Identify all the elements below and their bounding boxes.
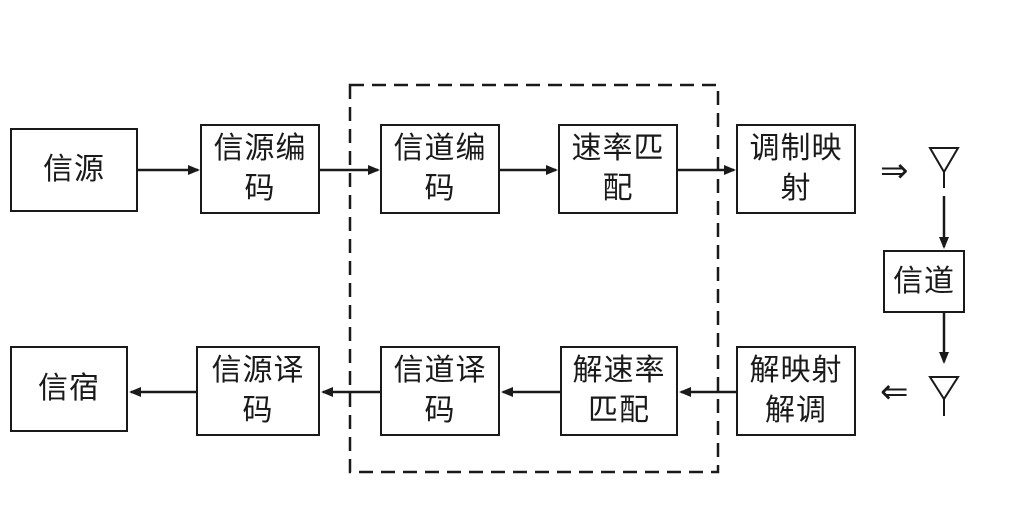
block-source-encoding-label: 信源编码 xyxy=(213,131,307,206)
block-channel: 信道 xyxy=(883,250,965,313)
block-rate-matching-label: 速率匹配 xyxy=(571,131,665,206)
block-source-label: 信源 xyxy=(43,152,105,187)
block-source-encoding: 信源编码 xyxy=(200,124,320,214)
tx-antenna-icon xyxy=(928,147,960,188)
block-source: 信源 xyxy=(10,128,138,212)
block-sink: 信宿 xyxy=(10,346,128,432)
block-demapping-demodulation-label: 解映射解调 xyxy=(749,353,843,428)
block-modulation-mapping: 调制映射 xyxy=(736,124,856,214)
rx-antenna-icon xyxy=(928,376,960,416)
channel-coding-dashed-boundary xyxy=(348,83,720,474)
block-rate-dematching: 解速率匹配 xyxy=(560,346,678,436)
block-channel-label: 信道 xyxy=(893,263,955,299)
block-modulation-mapping-label: 调制映射 xyxy=(749,131,843,206)
block-rate-matching: 速率匹配 xyxy=(558,124,678,214)
block-source-decoding: 信源译码 xyxy=(196,346,320,436)
block-channel-decoding-label: 信道译码 xyxy=(393,353,487,428)
block-channel-encoding: 信道编码 xyxy=(380,124,500,214)
tx-double-arrow-icon: ⇒ xyxy=(880,151,909,191)
block-channel-decoding: 信道译码 xyxy=(380,346,500,436)
block-source-decoding-label: 信源译码 xyxy=(211,353,305,428)
block-channel-encoding-label: 信道编码 xyxy=(393,131,487,206)
block-sink-label: 信宿 xyxy=(38,371,100,406)
rx-double-arrow-icon: ⇐ xyxy=(880,372,909,412)
block-demapping-demodulation: 解映射解调 xyxy=(736,346,856,436)
block-rate-dematching-label: 解速率匹配 xyxy=(572,353,666,428)
